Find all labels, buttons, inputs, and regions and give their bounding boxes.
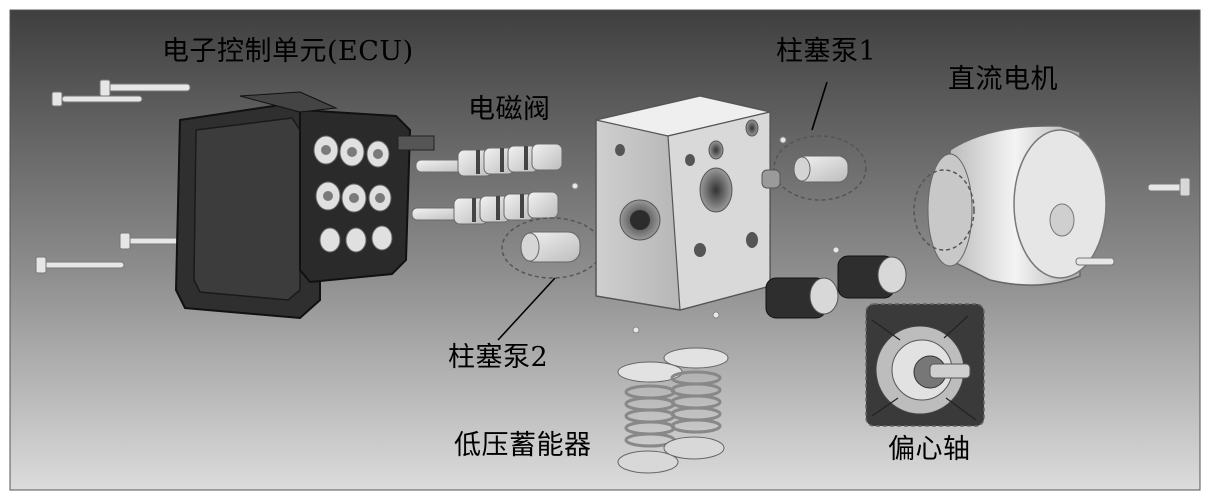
dc-motor-label: 直流电机 (948, 64, 1058, 95)
ecu-bolts (35, 79, 191, 274)
ecu-label: 电子控制单元(ECU) (162, 36, 414, 67)
small-parts (571, 136, 840, 334)
solenoid-valve-label: 电磁阀 (468, 94, 551, 125)
plunger-pump-1-label: 柱塞泵1 (776, 36, 877, 67)
ecu-unit (174, 91, 435, 320)
hydraulic-block (595, 95, 771, 311)
plunger-pump-2-label: 柱塞泵2 (448, 342, 549, 373)
solenoid-valves (411, 143, 563, 225)
callout-pump2 (497, 277, 556, 341)
dc-motor (913, 125, 1191, 286)
figure-border (9, 9, 1201, 491)
eccentric-shaft-label: 偏心轴 (888, 434, 971, 465)
pump-pistons (765, 255, 907, 319)
plunger-pump-1 (761, 135, 867, 201)
callout-lines (497, 81, 828, 341)
low-pressure-accumulator-label: 低压蓄能器 (454, 430, 592, 461)
low-pressure-accumulators (617, 347, 729, 474)
eccentric-shaft-inset (865, 303, 985, 427)
callout-pump1 (811, 81, 828, 131)
